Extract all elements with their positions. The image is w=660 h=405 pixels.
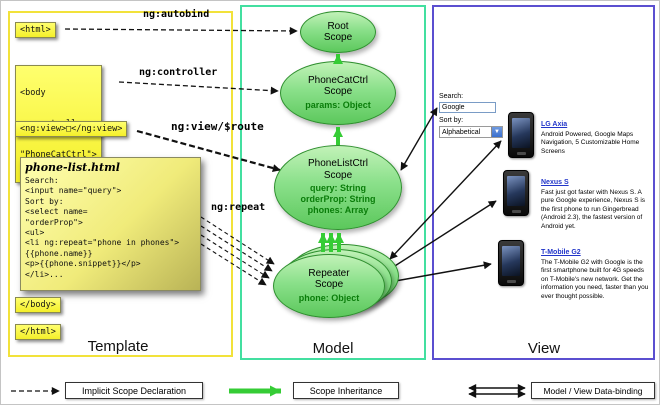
phone-link[interactable]: Nexus S [541, 179, 569, 186]
phone-screen [502, 246, 520, 276]
phone-home-button [506, 280, 516, 283]
legend-data-binding: Model / View Data-binding [531, 382, 655, 399]
body-close-tag: </body> [15, 297, 61, 314]
ng-controller-label: ng:controller [139, 67, 218, 78]
code-line: Sort by: [25, 196, 64, 206]
code-line: "orderProp"> [25, 217, 83, 227]
html-close-tag: </html> [15, 324, 61, 341]
template-file-name: phone-list.html [25, 161, 120, 174]
phone-image-lg-axia[interactable] [508, 112, 534, 158]
phonecatctrl-scope-ellipse: PhoneCatCtrl Scope params: Object [280, 61, 396, 125]
template-panel [8, 11, 233, 357]
phone-list-item: LG Axia Android Powered, Google Maps Nav… [541, 113, 651, 156]
search-input[interactable] [439, 102, 496, 113]
phone-list-item: T-Mobile G2 The T-Mobile G2 with Google … [541, 241, 651, 301]
phone-description: Fast just got faster with Nexus S. A pur… [541, 189, 646, 230]
dropdown-arrow-icon: ▼ [491, 127, 502, 137]
model-panel-label: Model [312, 340, 354, 357]
code-line: </li>... [25, 269, 64, 279]
body-open-line: <body [20, 88, 46, 99]
ng-autobind-label: ng:autobind [143, 9, 210, 20]
scope-property: phones: Array [307, 205, 369, 216]
phone-screen [512, 118, 530, 148]
phone-list-template-note: phone-list.html Search: <input name="que… [20, 157, 201, 291]
html-open-tag: <html> [15, 22, 56, 39]
phone-description: The T-Mobile G2 with Google is the first… [541, 259, 649, 300]
phone-image-nexus-s[interactable] [503, 170, 529, 216]
repeater-scope-ellipse: Repeater Scope phone: Object [273, 254, 385, 318]
scope-title: PhoneCatCtrl Scope [307, 75, 369, 98]
code-line: <input name="query"> [25, 186, 122, 196]
template-panel-label: Template [87, 338, 149, 355]
phone-screen [507, 176, 525, 206]
sort-label: Sort by: [439, 117, 464, 124]
body-open-line: "PhoneCatCtrl"> [20, 149, 97, 160]
scope-title: Repeater Scope [308, 268, 350, 291]
phone-link[interactable]: LG Axia [541, 121, 568, 128]
ng-view-tag: <ng:view>□</ng:view> [15, 121, 128, 138]
view-panel-label: View [527, 340, 561, 357]
code-line: {{phone.name}} [25, 248, 93, 258]
code-line: <li ng:repeat="phone in phones"> [25, 238, 180, 248]
scope-property: phone: Object [298, 292, 360, 303]
sort-selected-value: Alphabetical [442, 128, 481, 136]
scope-property: params: Object [305, 99, 371, 110]
scope-property: query: String [309, 182, 366, 193]
phonelistctrl-scope-ellipse: PhoneListCtrl Scope query: String orderP… [274, 145, 402, 230]
sort-select[interactable]: Alphabetical ▼ [439, 126, 503, 138]
scope-title: Root Scope [323, 20, 353, 43]
ng-view-route-label: ng:view/$route [171, 120, 264, 133]
phone-image-tmobile-g2[interactable] [498, 240, 524, 286]
phone-list-item: Nexus S Fast just got faster with Nexus … [541, 171, 651, 231]
phone-home-button [511, 210, 521, 213]
phone-link[interactable]: T-Mobile G2 [541, 249, 581, 256]
root-scope-ellipse: Root Scope [300, 11, 376, 53]
search-label: Search: [439, 93, 464, 100]
code-line: <p>{{phone.snippet}}</p> [25, 259, 141, 269]
code-line: <ul> [25, 227, 45, 237]
legend-scope-inheritance: Scope Inheritance [293, 382, 399, 399]
ng-repeat-label: ng:repeat [211, 202, 266, 213]
scope-title: PhoneListCtrl Scope [307, 158, 369, 181]
phone-home-button [516, 152, 526, 155]
legend-implicit-scope: Implicit Scope Declaration [65, 382, 203, 399]
phone-description: Android Powered, Google Maps Navigation,… [541, 131, 640, 155]
code-line: Search: [25, 176, 59, 185]
code-line: <select name= [25, 207, 88, 217]
scope-property: orderProp: String [300, 194, 376, 205]
